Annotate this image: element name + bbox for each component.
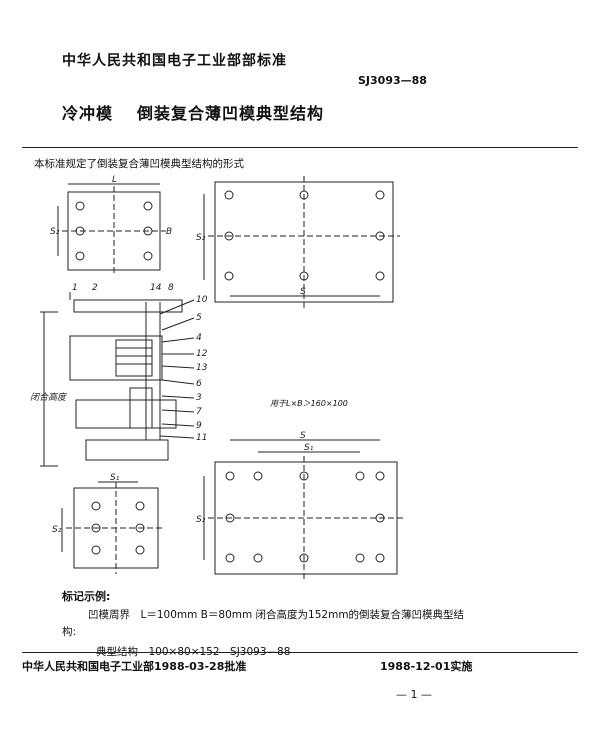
label-B: B: [166, 227, 172, 237]
part-label-5: 5: [196, 313, 202, 323]
ministry-standard-heading: 中华人民共和国电子工业部部标准: [62, 53, 287, 69]
part-label-3: 3: [196, 393, 202, 403]
label-S2-bottom-left: S₂: [52, 525, 62, 535]
part-label-4: 4: [196, 333, 202, 343]
part-label-12: 12: [196, 349, 208, 359]
label-S2-top-right: S₂: [196, 233, 206, 243]
intro-text: 本标准规定了倒装复合薄凹模典型结构的形式: [34, 158, 244, 170]
section-upper-plate: [73, 299, 183, 313]
title-part-1: 冷冲模: [62, 104, 114, 123]
example-line-1: 凹模周界 L＝100mm B＝80mm 闭合高度为152mm的倒装复合薄凹模典型…: [88, 609, 465, 621]
part-label-11: 11: [196, 433, 207, 443]
title-part-2: 倒装复合薄凹模典型结构: [137, 104, 325, 123]
footer-rule: [22, 652, 578, 653]
plan-view-bottom-right: [214, 461, 398, 575]
standard-code: SJ3093—88: [358, 74, 427, 87]
label-closed-height: 闭合高度: [30, 392, 68, 403]
page-number: — 1 —: [396, 688, 432, 701]
part-label-6: 6: [196, 379, 202, 389]
label-S-bottom-right: S: [300, 431, 306, 441]
label-S2-top-left: S₂: [50, 227, 60, 237]
top-rule: [22, 147, 578, 148]
part-label-14: 14: [150, 283, 162, 293]
example-heading: 标记示例:: [62, 590, 111, 603]
part-label-1: 1: [72, 283, 78, 293]
example-line-2: 构:: [62, 626, 77, 638]
label-L: L: [112, 175, 117, 185]
part-label-9: 9: [196, 421, 202, 431]
part-label-7: 7: [196, 407, 202, 417]
part-label-2: 2: [92, 283, 98, 293]
part-label-8: 8: [168, 283, 174, 293]
label-S-top-right: S: [300, 287, 306, 297]
label-S1-bottom-right: S₁: [304, 443, 314, 453]
document-title: 冷冲模 倒装复合薄凹模典型结构: [62, 100, 324, 124]
usage-note: 用于L×B＞160×100: [270, 399, 348, 408]
label-S2-bottom-right: S₂: [196, 515, 206, 525]
implementation-date: 1988-12-01实施: [380, 660, 473, 673]
label-S1-bottom-left: S₁: [110, 473, 120, 483]
part-label-10: 10: [196, 295, 208, 305]
approval-date: 中华人民共和国电子工业部1988-03-28批准: [22, 660, 247, 673]
part-label-13: 13: [196, 363, 208, 373]
